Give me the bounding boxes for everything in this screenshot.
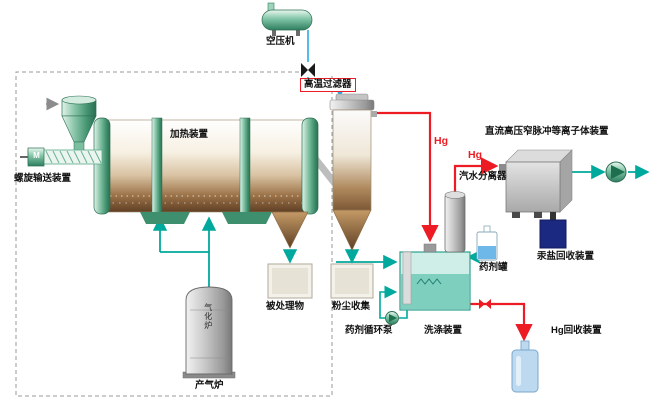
label-processed-material: 被处理物	[266, 301, 305, 312]
label-high-temp-filter: 高温过滤器	[300, 78, 356, 93]
processed-material-bin	[267, 263, 313, 299]
kiln-end-cap-right	[301, 117, 319, 215]
washer-liquid	[401, 274, 469, 309]
bin-inner	[272, 268, 308, 294]
hopper-funnel	[61, 115, 97, 143]
compressor-tank	[261, 9, 313, 31]
pump-discharge-pipe	[379, 285, 398, 319]
air-compressor	[261, 2, 313, 36]
filter-outlet-nozzle	[371, 111, 377, 117]
label-hg-flow-filter: Hg	[434, 135, 448, 147]
separator-body	[444, 193, 466, 253]
label-reagent-tank: 药剂罐	[479, 262, 508, 273]
screw-conveyor	[20, 147, 103, 167]
label-dust-collection: 粉尘收集	[332, 301, 371, 312]
kiln-support	[222, 212, 272, 224]
hot-gas-pipe-separator-to-plasma	[453, 157, 499, 192]
feed-hopper	[61, 95, 97, 153]
label-heating-device: 加热装置	[170, 129, 209, 140]
label-motor: M	[33, 151, 40, 160]
fan-blade	[611, 165, 625, 179]
hopper-top	[61, 95, 97, 105]
filter-flange	[329, 99, 375, 111]
gas-furnace	[182, 286, 236, 379]
washing-device	[399, 243, 471, 311]
steam-water-separator	[444, 191, 466, 253]
plasma-device	[499, 149, 573, 220]
kiln-support	[140, 212, 190, 224]
plasma-foot	[512, 212, 520, 218]
pump-impeller	[389, 314, 397, 322]
plasma-inlet-port	[499, 164, 506, 173]
kiln-discharge-cone	[271, 211, 309, 249]
label-hg-flow-separator: Hg	[468, 149, 482, 161]
kiln-ring-band	[151, 117, 163, 215]
hg-recovery-bottle	[511, 340, 539, 393]
dust-collection-bin	[330, 263, 374, 299]
hot-gas-pipe-filter-to-washer	[374, 111, 439, 243]
compressor-leg	[296, 28, 300, 36]
plasma-bottom-port	[550, 212, 556, 220]
conveyor-motor	[27, 147, 45, 167]
label-hg-recovery: Hg回收装置	[551, 325, 602, 336]
conveyor-screw-hatch	[45, 150, 102, 164]
mercury-salt-recovery-box	[539, 219, 567, 249]
pipe-washer-to-hg-recovery	[470, 302, 533, 342]
valve-icon	[485, 299, 491, 309]
high-temp-filter	[329, 93, 377, 251]
exhaust-fan	[605, 161, 627, 183]
label-reagent-pump: 药剂循环泵	[345, 325, 393, 336]
plasma-front-face	[505, 161, 561, 213]
washer-inlet-fitting	[423, 243, 437, 253]
reagent-tank	[476, 225, 498, 261]
furnace-bands	[190, 309, 228, 359]
label-gas-furnace: 产气炉	[195, 380, 224, 391]
bin-inner	[335, 268, 369, 294]
label-air-compressor: 空压机	[266, 36, 295, 47]
filter-cone	[332, 209, 372, 251]
reagent-circulation-pump	[385, 311, 399, 325]
washer-downcomer	[402, 251, 412, 305]
hg-bottle-body	[511, 349, 539, 393]
valve-icon	[301, 63, 315, 77]
filter-body	[332, 109, 372, 211]
label-gas-furnace-body-text: 气化炉	[203, 303, 213, 330]
label-screw-conveyor: 螺旋输送装置	[14, 173, 72, 184]
valve-icon	[479, 299, 485, 309]
furnace-body	[185, 286, 233, 375]
label-mercury-salt-recovery: 汞盐回收装置	[537, 251, 595, 262]
pump-suction-pipe	[399, 310, 408, 319]
label-steam-water-separator: 汽水分离器	[459, 171, 507, 182]
plasma-foot	[534, 212, 542, 218]
compressor-leg	[272, 28, 276, 36]
hg-bottle-highlight	[516, 356, 521, 386]
kiln-end-cap-left	[93, 117, 111, 215]
label-washing-device: 洗涤装置	[424, 325, 463, 336]
separator-top	[444, 191, 466, 199]
rotary-kiln	[93, 117, 319, 224]
washer-packing	[416, 278, 442, 285]
reagent-liquid	[478, 246, 496, 259]
furnace-gas-header	[160, 251, 210, 288]
label-plasma-device: 直流高压窄脉冲等离子体装置	[485, 126, 609, 137]
kiln-ring-band	[239, 117, 251, 215]
